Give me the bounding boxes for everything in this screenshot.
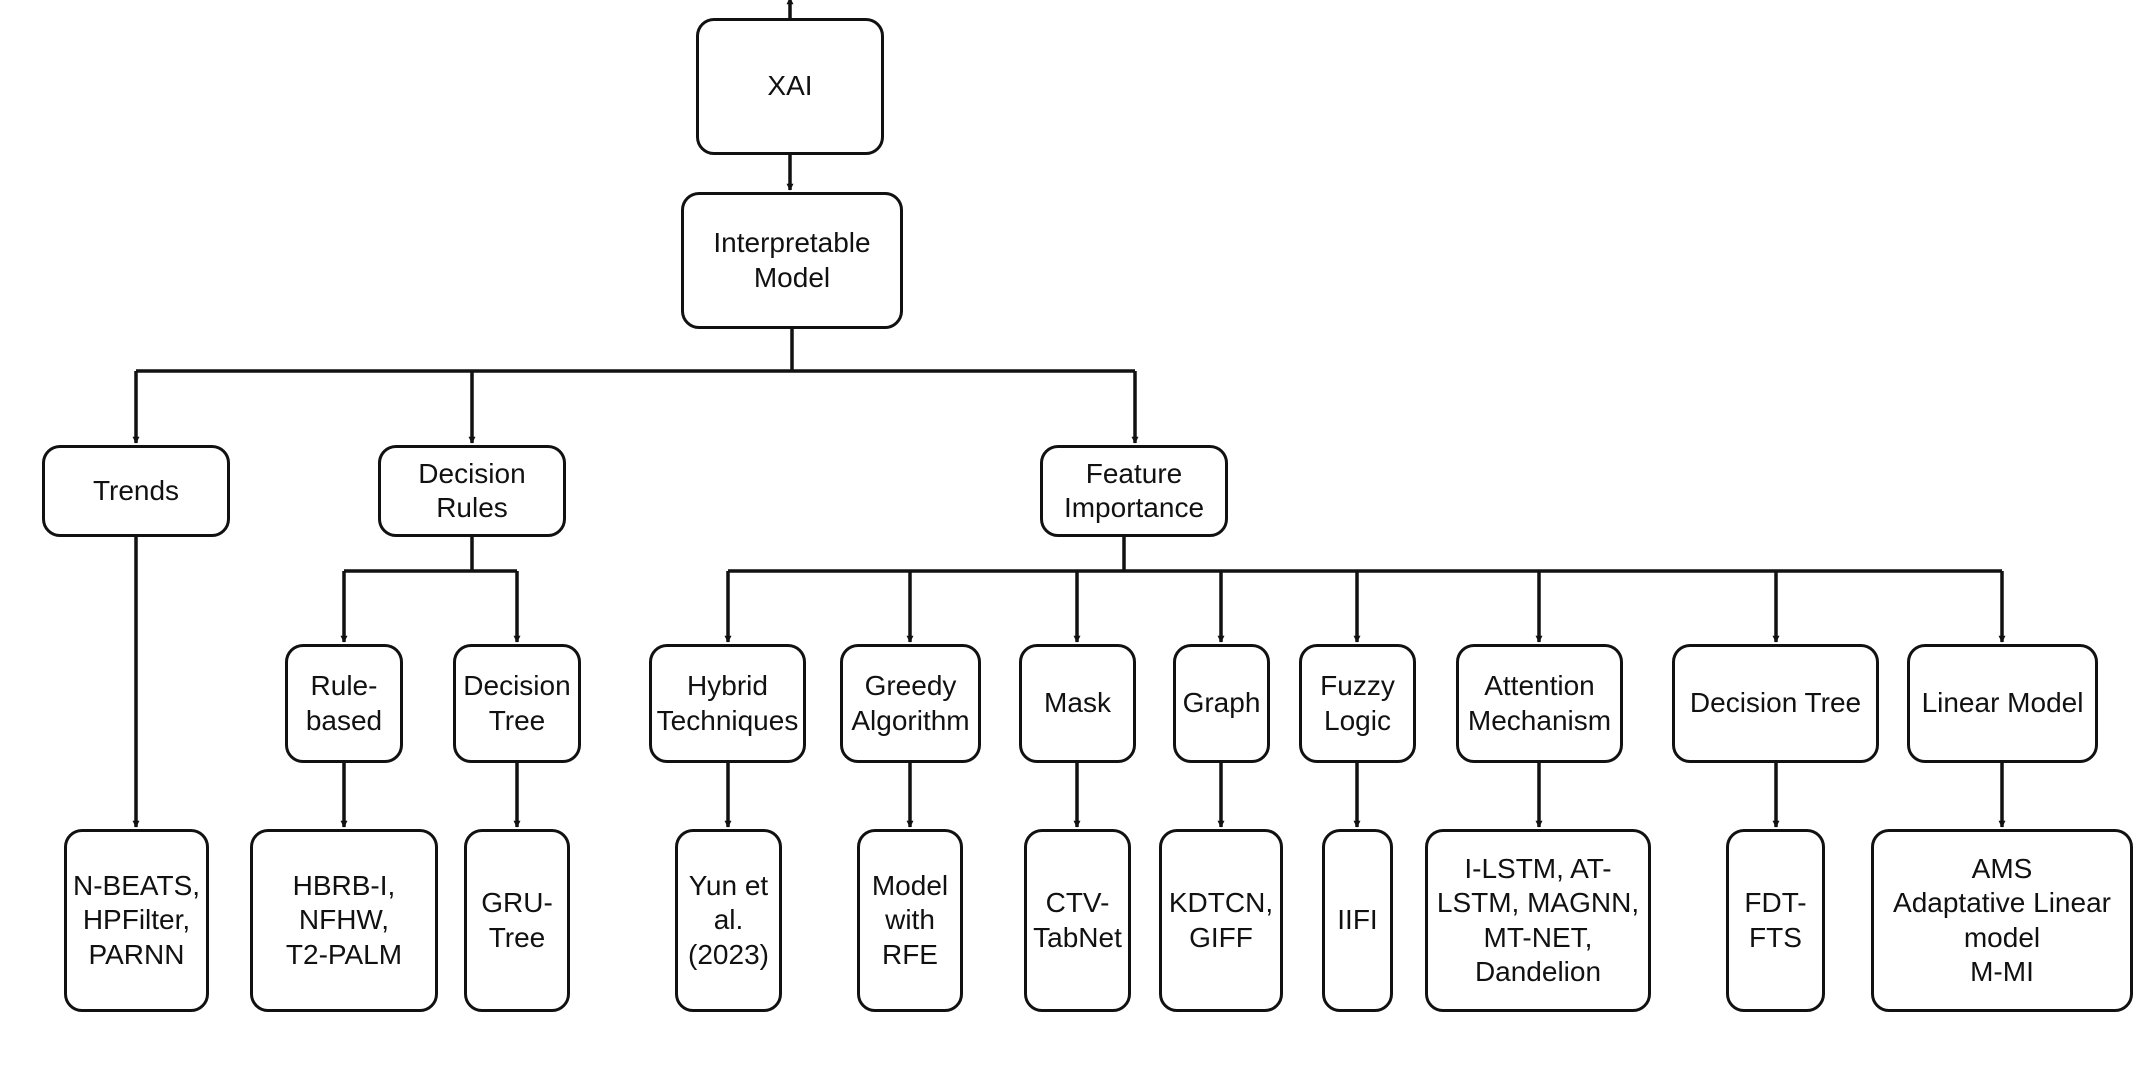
node-graph: Graph [1173,644,1270,763]
node-yun-et-al: Yun et al. (2023) [675,829,782,1012]
node-xai: XAI [696,18,884,155]
node-fdt-fts: FDT- FTS [1726,829,1825,1012]
node-greedy-algorithm: Greedy Algorithm [840,644,981,763]
node-kdtcn-giff: KDTCN, GIFF [1159,829,1283,1012]
node-decision-rules: Decision Rules [378,445,566,537]
node-hybrid-techniques: Hybrid Techniques [649,644,806,763]
node-rule-based: Rule- based [285,644,403,763]
node-mask: Mask [1019,644,1136,763]
node-hbrb: HBRB-I, NFHW, T2-PALM [250,829,438,1012]
node-decision-tree-rules: Decision Tree [453,644,581,763]
node-linear-model: Linear Model [1907,644,2098,763]
node-decision-tree-features: Decision Tree [1672,644,1879,763]
node-nbeats: N-BEATS, HPFilter, PARNN [64,829,209,1012]
node-trends: Trends [42,445,230,537]
node-ilstm-group: I-LSTM, AT- LSTM, MAGNN, MT-NET, Dandeli… [1425,829,1651,1012]
node-interpretable-model: Interpretable Model [681,192,903,329]
node-model-with-rfe: Model with RFE [857,829,963,1012]
node-feature-importance: Feature Importance [1040,445,1228,537]
node-fuzzy-logic: Fuzzy Logic [1299,644,1416,763]
node-attention-mechanism: Attention Mechanism [1456,644,1623,763]
node-ams-linear: AMS Adaptative Linear model M-MI [1871,829,2133,1012]
node-ctv-tabnet: CTV- TabNet [1024,829,1131,1012]
node-gru-tree: GRU- Tree [464,829,570,1012]
node-iifi: IIFI [1322,829,1393,1012]
